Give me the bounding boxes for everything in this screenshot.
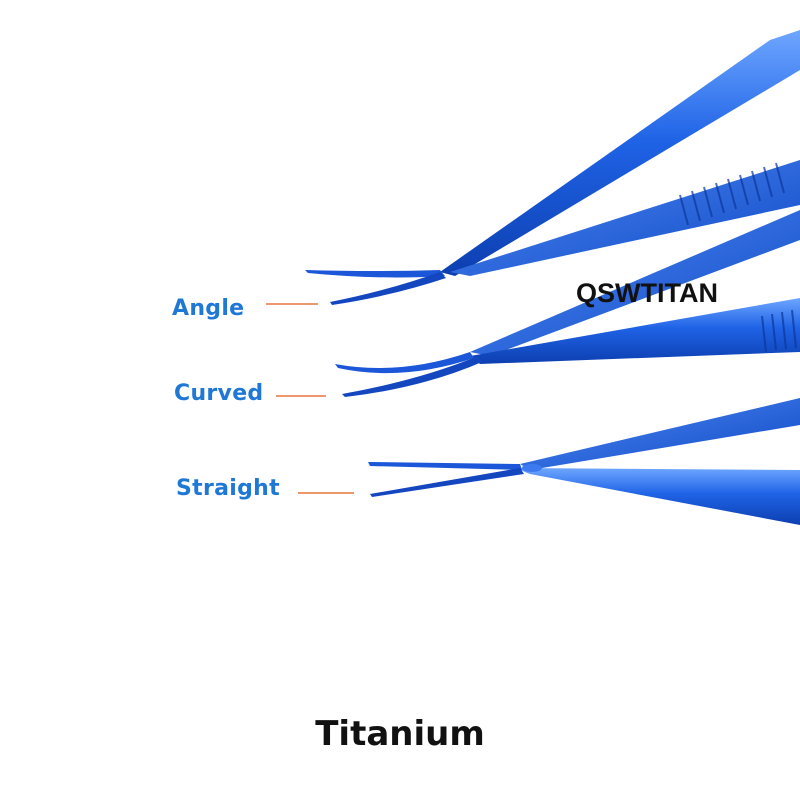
label-straight: Straight — [176, 476, 280, 501]
label-angle: Angle — [172, 296, 245, 321]
brand-watermark: QSWTITAN — [576, 278, 718, 308]
straight-forceps — [368, 398, 800, 525]
caption-title: Titanium — [315, 714, 485, 754]
curved-forceps — [335, 210, 800, 397]
angle-forceps — [305, 30, 800, 305]
label-curved: Curved — [174, 381, 264, 406]
